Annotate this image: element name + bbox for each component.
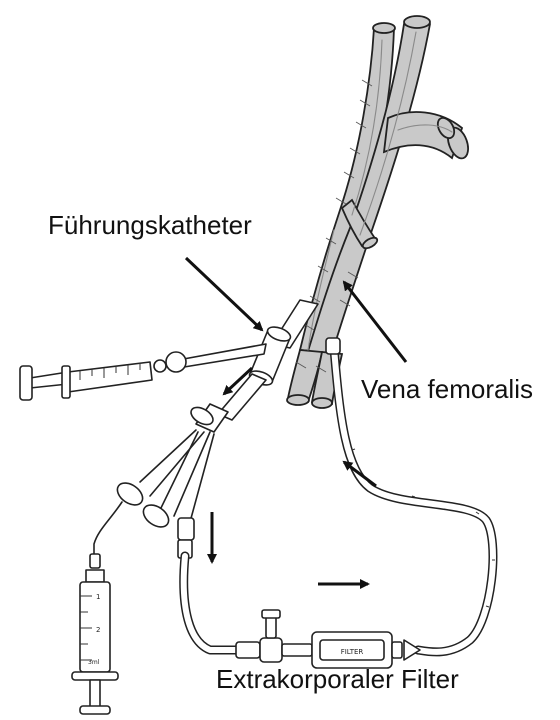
label-vena-femoralis: Vena femoralis [361, 374, 533, 405]
syringe-mark-1: 1 [96, 593, 100, 601]
bottom-syringe: 1 2 3ml [72, 554, 118, 714]
left-syringe [20, 362, 152, 400]
vein-lower-right-opening [312, 398, 332, 408]
arrow-to-vena-femoralis [344, 282, 406, 362]
extracorporeal-filter: FILTER [312, 632, 420, 668]
vein-upper-right-trunk [306, 20, 430, 361]
syringe-mark-2: 2 [96, 626, 100, 634]
vein-top-opening [373, 23, 395, 33]
label-extracorporeal-filter: Extrakorporaler Filter [216, 664, 459, 695]
side-port-stopcock [166, 352, 186, 372]
label-guide-catheter: Führungskatheter [48, 210, 252, 241]
arrow-to-guide-catheter [186, 258, 262, 330]
syringe-mark-3: 3ml [88, 659, 100, 666]
filter-stopcock [260, 638, 282, 662]
filter-device-text: FILTER [341, 648, 364, 656]
vein-lower-left-opening [287, 395, 309, 405]
return-tubing [184, 556, 312, 662]
vein-top-opening-2 [404, 16, 430, 28]
vein-system [287, 16, 472, 408]
